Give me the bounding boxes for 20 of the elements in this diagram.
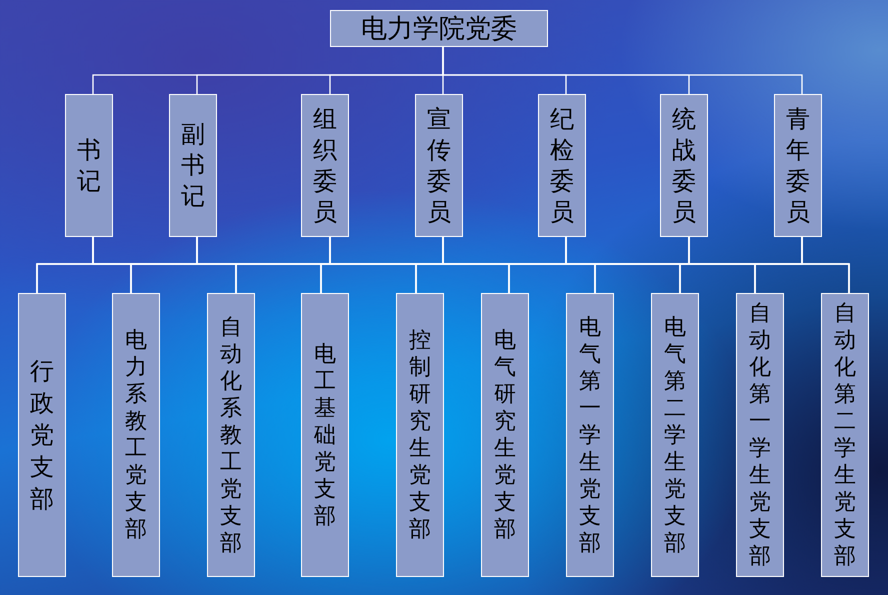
branch-box: 控制研究生党支部 <box>396 293 444 577</box>
branch-box: 电气第二学生党支部 <box>651 293 699 577</box>
branch-box: 电气第一学生党支部 <box>566 293 614 577</box>
role-box: 组织委员 <box>301 94 349 237</box>
committee-box: 电力学院党委 <box>330 10 548 47</box>
branch-box: 自动化第一学生党支部 <box>736 293 784 577</box>
connector-line <box>442 47 803 94</box>
branch-box: 自动化系教工党支部 <box>207 293 255 577</box>
branch-box: 电气研究生党支部 <box>481 293 529 577</box>
branch-box: 自动化第二学生党支部 <box>821 293 869 577</box>
role-box: 书记 <box>65 94 113 237</box>
connector-line <box>801 237 850 293</box>
branch-box: 行政党支部 <box>18 293 66 577</box>
role-box: 副书记 <box>169 94 217 237</box>
role-box: 统战委员 <box>660 94 708 237</box>
branch-box: 电力系教工党支部 <box>112 293 160 577</box>
branch-box: 电工基础党支部 <box>301 293 349 577</box>
role-box: 纪检委员 <box>538 94 586 237</box>
role-box: 青年委员 <box>774 94 822 237</box>
role-box: 宣传委员 <box>415 94 463 237</box>
